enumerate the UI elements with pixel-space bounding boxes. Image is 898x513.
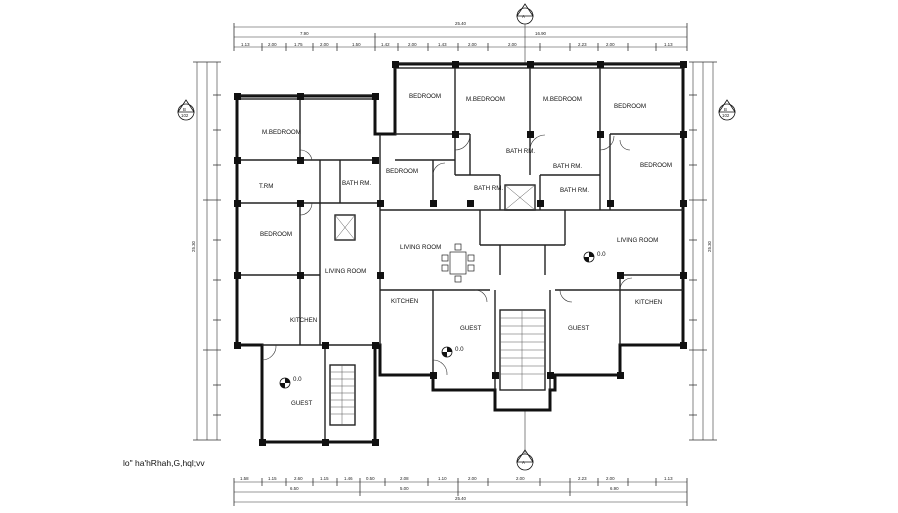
- top-overall-dim: 25.40: [455, 21, 467, 26]
- bottom-dim-13: 1.13: [664, 476, 673, 481]
- room-label-living-center: LIVING ROOM: [400, 244, 441, 251]
- dining-table: [441, 243, 475, 283]
- section-mark-bottom-label: A: [522, 460, 525, 465]
- bottom-right-dim: 6.90: [610, 486, 619, 491]
- bottom-dim-4: 1.15: [320, 476, 329, 481]
- room-label-bath-rm-right: BATH RM.: [560, 187, 589, 194]
- room-label-m-bedroom-top-2: M.BEDROOM: [466, 96, 505, 103]
- room-label-guest-left: GUEST: [291, 400, 313, 407]
- section-marker-bottom: A: [516, 410, 534, 471]
- room-label-bedroom-top-1: BEDROOM: [409, 93, 441, 100]
- staircase-left: [329, 364, 356, 426]
- room-label-bedroom-left-mid: BEDROOM: [386, 168, 418, 175]
- interior-walls: [237, 64, 683, 442]
- top-dim-12: 2.00: [606, 42, 615, 47]
- level-value-center: 0.0: [455, 346, 464, 353]
- level-marker-left: 0.0: [279, 376, 302, 389]
- top-dim-6: 1.42: [381, 42, 390, 47]
- drawing-note: lo" ha'hRhah,G,hql;vv: [123, 458, 205, 468]
- staircase-center: [499, 309, 546, 391]
- bottom-dim-12: 2.00: [606, 476, 615, 481]
- room-label-guest-right: GUEST: [568, 325, 590, 332]
- bottom-dim-2: 1.15: [268, 476, 277, 481]
- section-mark-right-code: 102: [722, 113, 730, 118]
- room-label-guest-center: GUEST: [460, 325, 482, 332]
- top-left-dim: 7.90: [300, 31, 309, 36]
- bottom-dim-7: 2.08: [400, 476, 409, 481]
- section-marker-top: A: [516, 3, 534, 65]
- room-label-kitchen-right: KITCHEN: [635, 299, 662, 306]
- top-dim-3: 1.75: [294, 42, 303, 47]
- room-label-living-left: LIVING ROOM: [325, 268, 366, 275]
- bottom-dim-8: 1.10: [438, 476, 447, 481]
- bottom-dim-9: 2.00: [468, 476, 477, 481]
- room-label-bath-rm-center: BATH RM.: [474, 185, 503, 192]
- top-dim-13: 1.13: [664, 42, 673, 47]
- room-labels: BEDROOM M.BEDROOM M.BEDROOM BEDROOM M.BE…: [259, 93, 672, 407]
- room-label-kitchen-left: KITCHEN: [290, 317, 317, 324]
- side-dimension-lines: 25.30 25.30: [191, 61, 717, 441]
- top-dim-11: 2.23: [578, 42, 587, 47]
- bottom-dim-1: 1.58: [240, 476, 249, 481]
- room-label-kitchen-center: KITCHEN: [391, 298, 418, 305]
- room-label-bedroom-right-mid: BEDROOM: [640, 162, 672, 169]
- door-swings: [261, 134, 633, 376]
- section-marker-left: B 102: [177, 99, 195, 121]
- top-dim-2: 2.00: [268, 42, 277, 47]
- section-mark-left-code: 102: [181, 113, 189, 118]
- level-marker-right: 0.0: [583, 251, 606, 263]
- top-dim-10: 2.00: [508, 42, 517, 47]
- structural-columns: [234, 61, 687, 446]
- shaft-openings: [334, 184, 536, 241]
- bottom-dim-10: 2.00: [516, 476, 525, 481]
- top-dim-4: 2.00: [320, 42, 329, 47]
- right-overall-dim: 25.30: [707, 240, 712, 252]
- top-dim-7: 2.00: [408, 42, 417, 47]
- bottom-overall-dim: 25.40: [455, 496, 467, 501]
- room-label-bath-rm-mid-right: BATH RM.: [553, 163, 582, 170]
- room-label-living-right: LIVING ROOM: [617, 237, 658, 244]
- bottom-dim-5: 1.46: [344, 476, 353, 481]
- room-label-bath-rm-left: BATH RM.: [342, 180, 371, 187]
- section-mark-left-label: B: [183, 107, 186, 112]
- room-label-t-rm: T.RM: [259, 183, 273, 190]
- top-dimension-lines: 25.40 7.90 16.90 1.13 2.00 1.75 2.00 1.5…: [233, 21, 688, 51]
- top-dim-8: 1.43: [438, 42, 447, 47]
- bottom-dimension-lines: 1.58 1.15 2.60 1.15 1.46 0.50 2.08 1.10 …: [233, 476, 688, 506]
- room-label-bedroom-top-right: BEDROOM: [614, 103, 646, 110]
- bottom-dim-11: 2.23: [578, 476, 587, 481]
- room-label-m-bedroom-left: M.BEDROOM: [262, 129, 301, 136]
- room-label-bedroom-left-lower: BEDROOM: [260, 231, 292, 238]
- left-overall-dim: 25.30: [191, 240, 196, 252]
- top-right-dim: 16.90: [535, 31, 547, 36]
- level-value-left: 0.0: [293, 376, 302, 383]
- exterior-walls: [235, 62, 685, 444]
- bottom-left-dim: 6.50: [290, 486, 299, 491]
- bottom-mid-dim: 5.00: [400, 486, 409, 491]
- top-dim-5: 1.50: [352, 42, 361, 47]
- room-label-m-bedroom-top-3: M.BEDROOM: [543, 96, 582, 103]
- level-marker-center: 0.0: [441, 346, 464, 358]
- top-dim-1: 1.13: [241, 42, 250, 47]
- section-marker-right: B 102: [718, 99, 736, 121]
- bottom-dim-3: 2.60: [294, 476, 303, 481]
- level-value-right: 0.0: [597, 251, 606, 258]
- section-mark-right-label: B: [724, 107, 727, 112]
- section-mark-top-label: A: [522, 14, 525, 19]
- top-dim-9: 2.00: [468, 42, 477, 47]
- room-label-bath-rm-top: BATH RM.: [506, 148, 535, 155]
- bottom-dim-6: 0.50: [366, 476, 375, 481]
